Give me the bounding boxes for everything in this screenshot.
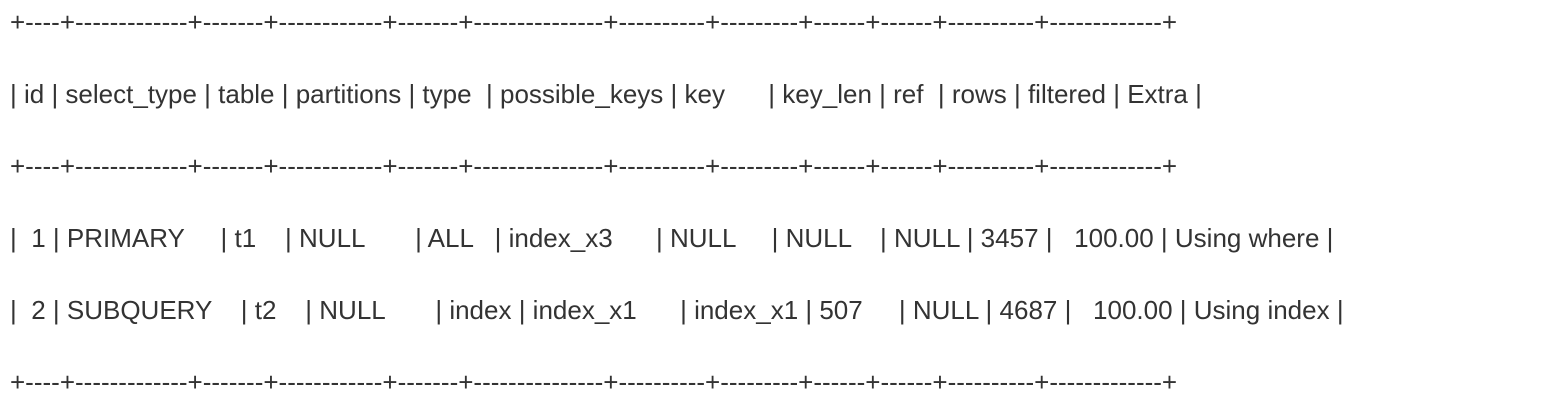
table-row: | 1 | PRIMARY | t1 | NULL | ALL | index_… bbox=[10, 223, 1334, 253]
table-border-top: +----+-------------+-------+------------… bbox=[10, 7, 1178, 37]
table-row: | 2 | SUBQUERY | t2 | NULL | index | ind… bbox=[10, 295, 1344, 325]
table-header-row: | id | select_type | table | partitions … bbox=[10, 79, 1202, 109]
table-header-separator: +----+-------------+-------+------------… bbox=[10, 151, 1178, 181]
table-border-bottom: +----+-------------+-------+------------… bbox=[10, 367, 1178, 397]
